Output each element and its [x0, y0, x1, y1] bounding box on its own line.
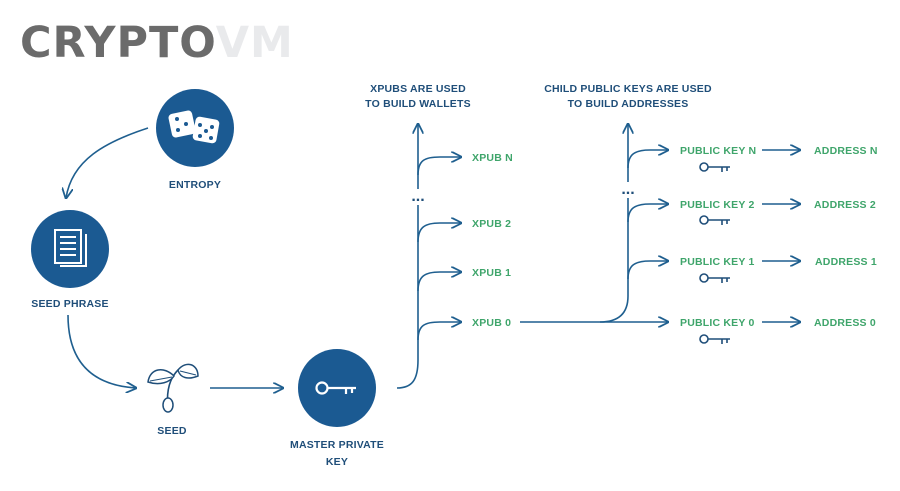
public-key-0-label: PUBLIC KEY 0	[680, 317, 755, 329]
xpubs-header-line1: XPUBS ARE USED	[370, 83, 466, 95]
key-icon-white	[315, 381, 356, 395]
seed-label: SEED	[157, 425, 187, 437]
address-0-label: ADDRESS 0	[814, 317, 876, 329]
dice-icon	[168, 110, 220, 144]
master-key-node	[298, 349, 376, 427]
entropy-node	[156, 89, 234, 167]
logo: CRYPTOVM	[20, 18, 294, 68]
sprout-icon	[147, 363, 199, 413]
key-icon-2	[699, 215, 730, 225]
child-keys-header-line1: CHILD PUBLIC KEYS ARE USED	[544, 83, 712, 95]
public-key-trunk-arrow	[599, 124, 628, 323]
branch-xpub-n	[417, 157, 461, 176]
logo-text-light: VM	[216, 18, 294, 68]
child-keys-header-line2: TO BUILD ADDRESSES	[568, 98, 689, 110]
master-key-label-line2: KEY	[326, 456, 348, 468]
arrow-seed-phrase-to-seed	[67, 314, 136, 388]
arrow-entropy-to-seed-phrase	[66, 127, 149, 198]
address-2-label: ADDRESS 2	[814, 199, 876, 211]
xpub-1-label: XPUB 1	[472, 267, 511, 279]
seed-phrase-label: SEED PHRASE	[31, 298, 108, 310]
xpub-2-label: XPUB 2	[472, 218, 511, 230]
xpub-n-label: XPUB N	[472, 152, 513, 164]
entropy-label: ENTROPY	[169, 179, 221, 191]
seed-phrase-node	[31, 210, 109, 288]
logo-text-dark: CRYPTO	[20, 18, 216, 68]
xpubs-header-line2: TO BUILD WALLETS	[365, 98, 471, 110]
xpub-trunk-arrow	[396, 124, 418, 389]
public-key-1-label: PUBLIC KEY 1	[680, 256, 755, 268]
branch-public-key-1	[627, 261, 668, 280]
branch-xpub-0	[417, 322, 461, 341]
branch-xpub-2	[417, 223, 461, 243]
key-icon-1	[699, 273, 730, 283]
branch-public-key-n	[627, 150, 668, 169]
branch-public-key-2	[627, 204, 668, 223]
key-icon-0	[699, 334, 730, 344]
key-icon-n	[699, 162, 730, 172]
public-key-2-label: PUBLIC KEY 2	[680, 199, 755, 211]
public-key-ellipsis: ...	[621, 181, 634, 198]
public-key-n-label: PUBLIC KEY N	[680, 145, 756, 157]
branch-xpub-1	[417, 272, 461, 292]
master-key-label-line1: MASTER PRIVATE	[290, 439, 384, 451]
xpub-ellipsis: ...	[411, 188, 424, 205]
xpub-0-label: XPUB 0	[472, 317, 511, 329]
address-1-label: ADDRESS 1	[815, 256, 877, 268]
address-n-label: ADDRESS N	[814, 145, 878, 157]
document-icon	[54, 229, 87, 267]
